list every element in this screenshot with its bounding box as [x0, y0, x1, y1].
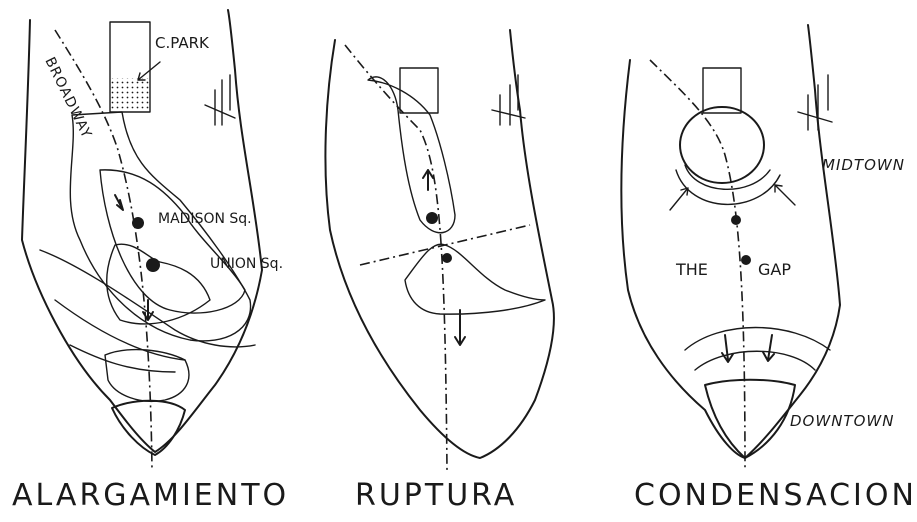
broadway-axis	[345, 45, 447, 470]
arrow-in-icon	[775, 185, 795, 205]
zone-madison	[100, 170, 245, 313]
caption-ruptura: RUPTURA	[355, 478, 517, 513]
midtown-label: MIDTOWN	[822, 156, 905, 174]
midtown-core	[680, 107, 764, 183]
zone-union	[107, 244, 210, 324]
zone-lower	[105, 350, 189, 402]
union-square-label: UNION Sq.	[210, 256, 283, 272]
node-dot	[741, 255, 751, 265]
central-park-label: C.PARK	[155, 34, 210, 52]
central-park-dots	[111, 78, 149, 111]
union-square-dot	[146, 258, 160, 272]
central-park-outline	[400, 68, 438, 113]
panel-alargamiento: C.PARK BROADWAY MADISON Sq. UNION Sq. AL…	[12, 10, 289, 513]
node-dot	[731, 215, 741, 225]
downtown-label: DOWNTOWN	[790, 412, 894, 430]
pointer-arrow-icon	[138, 62, 160, 80]
arrow-down-icon	[763, 335, 774, 361]
madison-square-label: MADISON Sq.	[158, 211, 252, 227]
panel-condensacion: MIDTOWN THE GAP DOWNTOWN CONDENSACION	[621, 25, 917, 513]
caption-alargamiento: ALARGAMIENTO	[12, 478, 289, 513]
broadway-label: BROADWAY	[41, 55, 94, 142]
upper-node-dot	[426, 212, 438, 224]
downtown-ring	[695, 351, 815, 370]
river-bridge-marks	[492, 75, 525, 125]
lower-node-dot	[442, 253, 452, 263]
panel-ruptura: RUPTURA	[325, 30, 554, 513]
river-bridge-marks	[205, 75, 235, 125]
the-label: THE	[675, 260, 708, 279]
island-outline	[621, 25, 840, 458]
arrow-up-icon	[423, 170, 433, 190]
zone-lower-peak	[405, 244, 545, 314]
zone-upper-lobe	[368, 77, 455, 233]
arrow-down-icon	[722, 335, 733, 362]
gap-label: GAP	[758, 260, 791, 279]
arrow-down-icon	[115, 195, 123, 210]
madison-square-dot	[132, 217, 144, 229]
downtown-ring	[685, 328, 830, 351]
caption-condensacion: CONDENSACION	[634, 478, 917, 513]
arrow-in-icon	[670, 188, 688, 210]
contour-line	[70, 345, 175, 372]
arrow-down-icon	[455, 310, 465, 345]
